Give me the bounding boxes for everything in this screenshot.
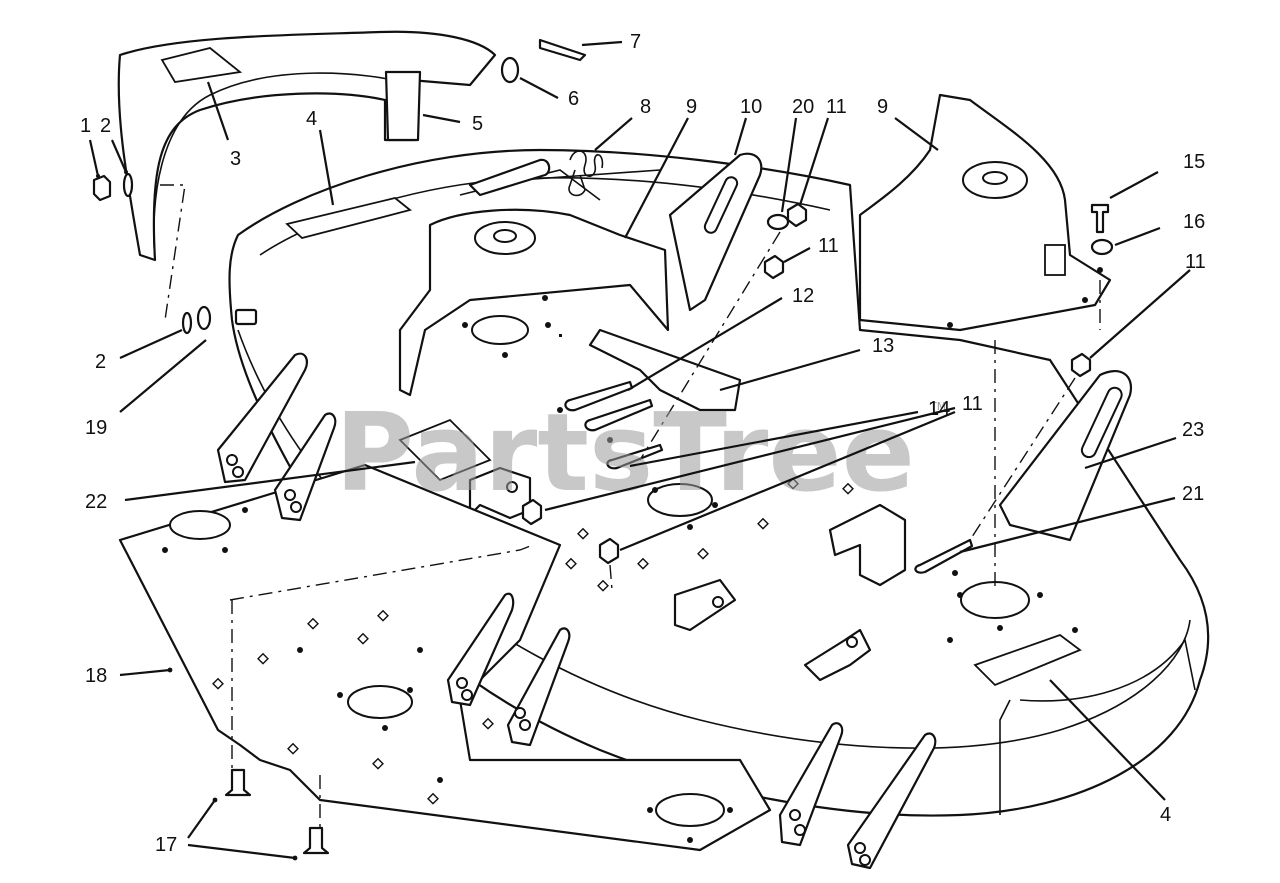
belt-shield-right (858, 93, 1112, 332)
callout-4-top: 4 (306, 108, 317, 130)
centre-lines (160, 184, 1101, 830)
callout-2-lower: 2 (95, 351, 106, 373)
idler-bracket-23 (998, 369, 1133, 542)
callout-17: 17 (155, 834, 177, 856)
callout-16: 16 (1183, 211, 1205, 233)
callout-5: 5 (472, 113, 483, 135)
belt-cover (117, 30, 497, 262)
callout-1: 1 (80, 115, 91, 137)
leader-lines (88, 40, 1191, 861)
callout-8: 8 (640, 96, 651, 118)
callout-21: 21 (1182, 483, 1204, 505)
callout-11-mid: 11 (818, 235, 839, 257)
callout-11-lower: 11 (962, 393, 983, 415)
belt-shield-left (398, 208, 670, 397)
callout-18: 18 (85, 665, 107, 687)
callouts: 1 2 3 4 5 6 7 8 9 10 20 11 9 15 16 11 11… (80, 31, 1206, 856)
callout-14: 14 (928, 398, 950, 420)
watermark-tm: TM (929, 400, 946, 413)
callout-11-right: 11 (1185, 251, 1206, 273)
callout-3: 3 (230, 148, 241, 170)
callout-12: 12 (792, 285, 814, 307)
deck-plate (118, 418, 772, 852)
callout-11-top: 11 (826, 96, 847, 118)
callout-9-right: 9 (877, 96, 888, 118)
spring-8 (468, 150, 604, 197)
callout-23: 23 (1182, 419, 1204, 441)
callout-13: 13 (872, 335, 894, 357)
watermark: PartsTree (335, 391, 915, 516)
hanger-brackets (216, 352, 937, 870)
callout-10: 10 (740, 96, 762, 118)
callout-7: 7 (630, 31, 641, 53)
callout-9-left: 9 (686, 96, 697, 118)
callout-19: 19 (85, 417, 107, 439)
callout-15: 15 (1183, 151, 1205, 173)
callout-2-top: 2 (100, 115, 111, 137)
callout-22: 22 (85, 491, 107, 513)
callout-4-bottom: 4 (1160, 804, 1171, 826)
idler-bracket-10 (668, 152, 763, 312)
callout-6: 6 (568, 88, 579, 110)
callout-20: 20 (792, 96, 814, 118)
